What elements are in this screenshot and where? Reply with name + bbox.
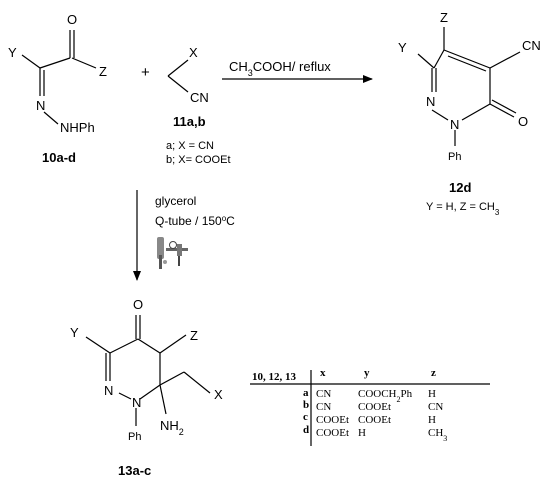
table-cell-y: H bbox=[358, 427, 366, 439]
table-cell-y: COOEt bbox=[358, 414, 391, 426]
compound-11-atom-x: X bbox=[189, 45, 198, 60]
compound-10-atom-z: Z bbox=[99, 64, 107, 79]
table-header-z: z bbox=[431, 367, 436, 379]
reaction-conditions-top: CH3COOH/ reflux bbox=[229, 59, 331, 78]
compound-10-structure: Y O Z N NHPh bbox=[8, 12, 107, 135]
compound-10-atom-o: O bbox=[67, 12, 77, 27]
table-cell-z: H bbox=[428, 414, 436, 426]
compound-13-atom-y: Y bbox=[70, 325, 79, 340]
reaction-conditions-down: Q-tube / 150oC bbox=[155, 214, 235, 229]
table-cell-x: CN bbox=[316, 401, 331, 413]
table-cell-z: CN bbox=[428, 401, 443, 413]
compound-11-group-cn: CN bbox=[190, 90, 209, 105]
table-header-x: x bbox=[320, 367, 326, 379]
compound-10-label: 10a-d bbox=[42, 150, 76, 165]
compound-13-atom-x: X bbox=[214, 387, 223, 402]
table-cell-y: COOCH2Ph bbox=[358, 388, 413, 404]
table-header-compounds: 10, 12, 13 bbox=[252, 371, 297, 383]
table-cell-x: COOEt bbox=[316, 414, 349, 426]
compound-13-atom-z: Z bbox=[190, 328, 198, 343]
table-cell-x: COOEt bbox=[316, 427, 349, 439]
compound-12-atom-o: O bbox=[518, 114, 528, 129]
q-tube-icon bbox=[157, 237, 188, 269]
reaction-solvent: glycerol bbox=[155, 194, 196, 208]
compound-12-label: 12d bbox=[449, 180, 471, 195]
table-header-y: y bbox=[364, 367, 370, 379]
table-cell-y: COOEt bbox=[358, 401, 391, 413]
compound-12-structure: Z Y CN N N O Ph bbox=[398, 10, 541, 163]
compound-10-group-nhph: NHPh bbox=[60, 120, 95, 135]
table-cell-z: CH3 bbox=[428, 427, 447, 443]
compound-12-atom-y: Y bbox=[398, 40, 407, 55]
compound-13-group-ph: Ph bbox=[128, 431, 141, 443]
compound-12-atom-n2: N bbox=[450, 117, 459, 132]
substituent-table: 10, 12, 13 x y z a CN COOCH2Ph H b CN CO… bbox=[250, 367, 490, 446]
compound-13-atom-o: O bbox=[133, 297, 143, 312]
table-cell-x: CN bbox=[316, 388, 331, 400]
compound-12-substituents: Y = H, Z = CH3 bbox=[426, 201, 500, 217]
compound-13-structure: O Y Z N N X NH2 Ph bbox=[70, 297, 223, 443]
compound-11-structure: X CN bbox=[167, 45, 209, 105]
compound-10-atom-n: N bbox=[36, 98, 45, 113]
compound-13-atom-n1: N bbox=[104, 383, 113, 398]
table-cell-z: H bbox=[428, 388, 436, 400]
compound-12-atom-n1: N bbox=[426, 94, 435, 109]
table-row-id: d bbox=[303, 424, 309, 436]
table-row-id: c bbox=[303, 411, 308, 423]
compound-13-atom-n2: N bbox=[132, 395, 141, 410]
table-row-id: b bbox=[303, 399, 309, 411]
compound-13-group-nh2: NH2 bbox=[160, 418, 184, 437]
plus-sign: + bbox=[141, 64, 150, 81]
compound-12-atom-z: Z bbox=[440, 10, 448, 25]
compound-12-group-ph: Ph bbox=[448, 151, 461, 163]
compound-11-variant-b: b; X= COOEt bbox=[166, 154, 231, 166]
compound-13-label: 13a-c bbox=[118, 463, 151, 478]
table-row-id: a bbox=[303, 387, 309, 399]
compound-10-atom-y: Y bbox=[8, 45, 17, 60]
compound-11-label: 11a,b bbox=[173, 114, 206, 129]
compound-12-group-cn: CN bbox=[522, 38, 541, 53]
compound-11-variant-a: a; X = CN bbox=[166, 140, 214, 152]
